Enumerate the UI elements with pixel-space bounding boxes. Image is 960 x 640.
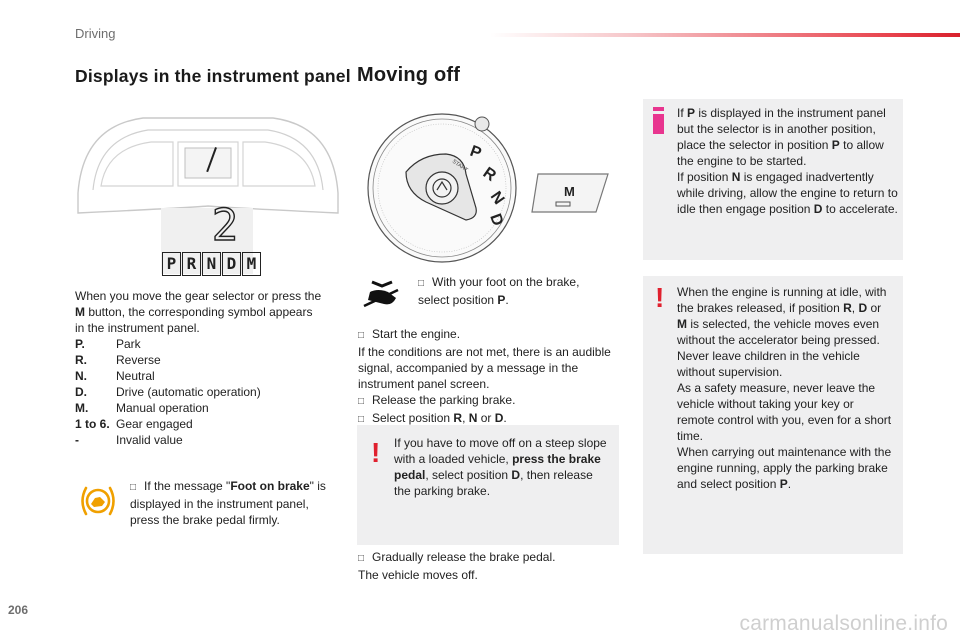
step2-text: □Start the engine. If the conditions are… [358, 327, 611, 425]
m-button-label: M [564, 184, 575, 199]
def-key: - [75, 433, 79, 447]
info-box: If P is displayed in the instrument pane… [643, 99, 903, 260]
def-value: Invalid value [116, 433, 183, 447]
selector-label-d: D [486, 212, 506, 229]
def-value: Manual operation [116, 401, 209, 415]
def-value: Gear engaged [116, 417, 193, 431]
gear-letter: D [222, 252, 241, 276]
def-key: R. [75, 353, 87, 367]
def-value: Neutral [116, 369, 155, 383]
gear-letter: P [162, 252, 181, 276]
intro-paragraph: When you move the gear selector or press… [75, 289, 322, 335]
instrument-panel-illustration [77, 117, 339, 274]
slope-warning-text: If you have to move off on a steep slope… [394, 436, 607, 498]
def-value: Drive (automatic operation) [116, 385, 261, 399]
foot-on-brake-icon [81, 486, 115, 516]
middle-heading: Moving off [357, 64, 461, 86]
foot-on-brake-text: □If the message "Foot on brake" is displ… [130, 479, 326, 527]
warning-icon: ! [371, 437, 381, 468]
def-key: P. [75, 337, 85, 351]
info-icon [653, 107, 665, 135]
gear-definitions: P. Park R. Reverse N. Neutral D. Drive (auto… [75, 336, 261, 448]
idle-warning-box: ! When the engine is running at idle, wi… [643, 276, 903, 554]
def-key: 1 to 6. [75, 417, 110, 431]
slope-warning-box: ! If you have to move off on a steep slo… [357, 425, 619, 545]
gear-letters-display: P R N D M [162, 252, 261, 276]
left-heading: Displays in the instrument panel [75, 66, 351, 86]
gear-selector-icon: P R N D START M [367, 113, 609, 263]
gear-letter: N [202, 252, 221, 276]
info-text: If P is displayed in the instrument pane… [677, 106, 898, 216]
svg-text:2: 2 [214, 200, 236, 246]
step3-text: □Gradually release the brake pedal. The … [358, 550, 556, 582]
def-key: D. [75, 385, 87, 399]
gear-digit: 2 [214, 200, 236, 246]
def-key: M. [75, 401, 89, 415]
page-number: 206 [8, 603, 29, 617]
section-title: Driving [75, 26, 116, 41]
step1-text: □With your foot on the brake, select pos… [418, 275, 580, 307]
def-value: Park [116, 337, 141, 351]
header-rule [490, 33, 960, 37]
watermark: carmanualsonline.info [739, 612, 948, 635]
warning-icon: ! [655, 282, 665, 313]
gear-letter: R [182, 252, 201, 276]
def-key: N. [75, 369, 87, 383]
def-value: Reverse [116, 353, 161, 367]
idle-warning-text: When the engine is running at idle, with… [677, 285, 892, 491]
gear-letter: M [242, 252, 261, 276]
foot-brake-pedal-icon [363, 280, 399, 308]
